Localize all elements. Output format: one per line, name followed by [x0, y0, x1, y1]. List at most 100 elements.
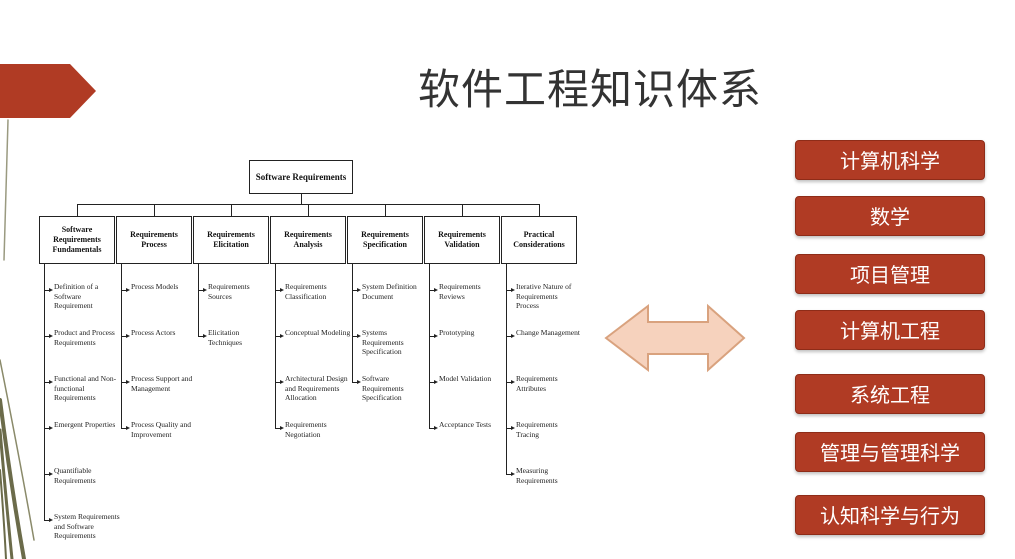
item-arrowhead: [49, 380, 53, 384]
leaf-item: Requirements Sources: [208, 282, 250, 301]
leaf-item: Requirements Tracing: [516, 420, 558, 439]
item-arrowhead: [434, 426, 438, 430]
item-connector: [44, 520, 49, 521]
item-connector: [352, 336, 357, 337]
branch-header: Requirements Validation: [424, 216, 500, 264]
item-arrowhead: [49, 472, 53, 476]
item-arrowhead: [434, 288, 438, 292]
discipline-button-2[interactable]: 数学: [795, 196, 985, 236]
item-arrowhead: [511, 426, 515, 430]
item-connector: [44, 474, 49, 475]
leaf-item: Product and Process Requirements: [54, 328, 115, 347]
branch-header: Software Requirements Fundamentals: [39, 216, 115, 264]
item-arrowhead: [203, 288, 207, 292]
leaf-item: Process Support and Management: [131, 374, 193, 393]
item-connector: [506, 382, 511, 383]
item-connector: [44, 336, 49, 337]
item-arrowhead: [511, 334, 515, 338]
item-connector: [121, 428, 126, 429]
discipline-button-6[interactable]: 管理与管理科学: [795, 432, 985, 472]
red-ribbon-tab: [0, 64, 96, 118]
item-connector: [121, 336, 126, 337]
branch-header: Requirements Process: [116, 216, 192, 264]
leaf-item: Acceptance Tests: [439, 420, 492, 429]
leaf-item: Emergent Properties: [54, 420, 116, 429]
branch-connector: [308, 204, 309, 216]
branch-connector: [539, 204, 540, 216]
item-connector: [44, 290, 49, 291]
item-arrowhead: [280, 334, 284, 338]
item-arrowhead: [357, 334, 361, 338]
branch-header: Requirements Specification: [347, 216, 423, 264]
leaf-item: Process Actors: [131, 328, 176, 337]
item-arrowhead: [126, 380, 130, 384]
slide-title: 软件工程知识体系: [417, 65, 762, 114]
item-arrowhead: [357, 288, 361, 292]
leaf-item: Requirements Classification: [285, 282, 327, 301]
item-arrowhead: [280, 288, 284, 292]
item-connector: [506, 290, 511, 291]
discipline-button-3[interactable]: 项目管理: [795, 254, 985, 294]
leaf-item: Elicitation Techniques: [208, 328, 243, 347]
item-arrowhead: [203, 334, 207, 338]
item-connector: [121, 290, 126, 291]
leaf-item: Process Quality and Improvement: [131, 420, 191, 439]
branch-spine: [352, 264, 353, 382]
item-connector: [275, 428, 280, 429]
leaf-item: Prototyping: [439, 328, 475, 337]
branch-spine: [506, 264, 507, 474]
branch-spine: [44, 264, 45, 520]
item-connector: [429, 382, 434, 383]
root-connector: [301, 194, 302, 204]
item-arrowhead: [511, 472, 515, 476]
item-connector: [198, 336, 203, 337]
discipline-button-4[interactable]: 计算机工程: [795, 310, 985, 350]
item-arrowhead: [49, 334, 53, 338]
leaf-item: Iterative Nature of Requirements Process: [516, 282, 572, 310]
leaf-item: Systems Requirements Specification: [362, 328, 404, 356]
item-arrowhead: [280, 426, 284, 430]
leaf-item: Functional and Non-functional Requiremen…: [54, 374, 117, 402]
item-arrowhead: [434, 380, 438, 384]
leaf-item: Architectural Design and Requirements Al…: [285, 374, 348, 402]
item-connector: [352, 382, 357, 383]
item-arrowhead: [434, 334, 438, 338]
leaf-item: Conceptual Modeling: [285, 328, 351, 337]
leaf-item: Model Validation: [439, 374, 492, 383]
discipline-button-7[interactable]: 认知科学与行为: [795, 495, 985, 535]
branch-header: Requirements Elicitation: [193, 216, 269, 264]
branch-spine: [198, 264, 199, 336]
item-arrowhead: [357, 380, 361, 384]
item-connector: [429, 336, 434, 337]
item-connector: [352, 290, 357, 291]
branch-connector: [385, 204, 386, 216]
item-connector: [44, 382, 49, 383]
item-connector: [121, 382, 126, 383]
item-arrowhead: [49, 518, 53, 522]
branch-spine: [429, 264, 430, 428]
item-connector: [429, 290, 434, 291]
item-connector: [44, 428, 49, 429]
item-connector: [506, 474, 511, 475]
item-connector: [275, 336, 280, 337]
branch-connector: [77, 204, 78, 216]
item-arrowhead: [49, 426, 53, 430]
branch-connector: [154, 204, 155, 216]
leaf-item: Requirements Attributes: [516, 374, 558, 393]
item-arrowhead: [126, 426, 130, 430]
branch-header: Practical Considerations: [501, 216, 577, 264]
branch-spine: [275, 264, 276, 428]
discipline-button-1[interactable]: 计算机科学: [795, 140, 985, 180]
leaf-item: System Definition Document: [362, 282, 417, 301]
item-arrowhead: [511, 380, 515, 384]
discipline-button-5[interactable]: 系统工程: [795, 374, 985, 414]
item-arrowhead: [280, 380, 284, 384]
item-arrowhead: [126, 334, 130, 338]
root-node: Software Requirements: [249, 160, 353, 194]
branch-connector: [231, 204, 232, 216]
branch-connector: [462, 204, 463, 216]
item-connector: [275, 290, 280, 291]
item-arrowhead: [126, 288, 130, 292]
